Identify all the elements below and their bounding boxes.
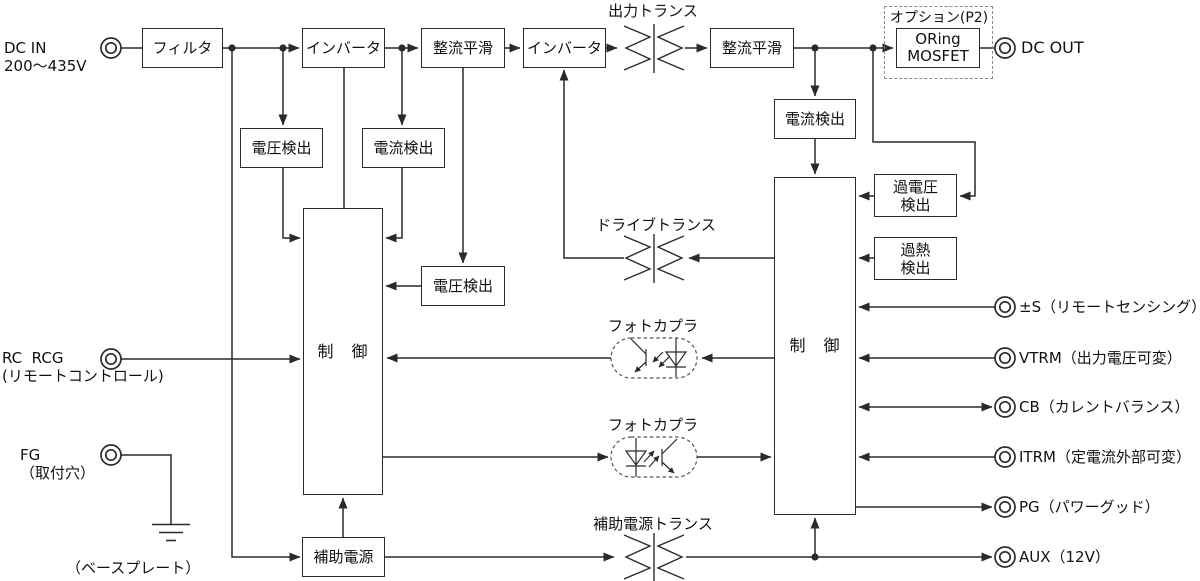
block-voltage-detect-input: 電圧検出 (240, 128, 323, 168)
block-rectifier-2: 整流平滑 (710, 28, 794, 68)
junction-dot (811, 553, 819, 561)
wire-cdetA-controlL (385, 168, 403, 243)
terminal-rc-icon (100, 348, 122, 370)
junction-dot (398, 44, 406, 52)
terminal-fg-icon (100, 444, 122, 466)
block-overvoltage-detect: 過電圧 検出 (874, 174, 957, 217)
wires (121, 43, 995, 562)
terminal-itrm-label: ITRM（定電流外部可変） (1019, 448, 1191, 466)
block-control-secondary: 制 御 (774, 177, 856, 515)
photocoupler-2-symbol (610, 436, 698, 478)
block-overheat-detect: 過熱 検出 (874, 237, 957, 280)
photocoupler-1-label: フォトカプラ (607, 317, 699, 335)
terminal-cb-icon (994, 396, 1016, 418)
terminal-dc-out-icon (994, 37, 1016, 59)
junction-dots (228, 44, 877, 561)
block-rectifier-1: 整流平滑 (421, 28, 505, 68)
aux-transformer-symbol (623, 533, 685, 581)
block-inverter-1: インバータ (302, 28, 385, 68)
fg-label: FG （取付穴） (20, 446, 96, 482)
block-current-detect-output: 電流検出 (774, 99, 856, 139)
block-current-detect-input: 電流検出 (362, 128, 445, 168)
photocoupler-2-label: フォトカプラ (607, 416, 699, 434)
terminal-dc-in-icon (100, 37, 122, 59)
terminal-sense-icon (994, 296, 1016, 318)
wire-fg-ground (121, 454, 172, 524)
terminal-aux-label: AUX（12V） (1019, 548, 1110, 566)
block-voltage-detect-mid: 電圧検出 (421, 266, 505, 306)
terminal-vtrm-label: VTRM（出力電圧可変） (1019, 349, 1182, 367)
dc-in-label: DC IN 200〜435V (4, 39, 87, 75)
rc-label: RC RCG (リモートコントロール) (2, 349, 164, 385)
terminal-itrm-icon (994, 446, 1016, 468)
junction-dot (811, 44, 819, 52)
drive-transformer-symbol (623, 234, 685, 283)
output-transformer-symbol (623, 24, 685, 73)
terminal-pg-icon (994, 496, 1016, 518)
block-filter: フィルタ (142, 28, 223, 68)
terminal-vtrm-icon (994, 347, 1016, 369)
block-inverter-2: インバータ (523, 28, 606, 68)
block-oring-mosfet: ORing MOSFET (896, 28, 980, 68)
junction-dot (869, 44, 877, 52)
block-aux-supply: 補助電源 (302, 537, 385, 577)
wire-vdetA-controlL (282, 168, 301, 243)
wire-drivetrans-inverter2 (559, 69, 624, 259)
junction-dot (228, 44, 236, 52)
terminal-aux-icon (994, 546, 1016, 568)
terminal-dc-out-label: DC OUT (1021, 38, 1084, 57)
wire-to-ovp (872, 48, 976, 201)
option-dashed-box (884, 6, 993, 79)
block-control-primary: 制 御 (303, 208, 383, 495)
output-transformer-label: 出力トランス (608, 2, 698, 20)
option-label: オプション(P2) (889, 10, 989, 26)
terminal-sense-label: ±S（リモートセンシング） (1019, 298, 1200, 316)
ground-symbol (152, 523, 190, 542)
photocoupler-1-symbol (610, 337, 698, 379)
terminals (100, 37, 1016, 568)
baseplate-label: （ベースプレート） (66, 559, 201, 577)
junction-dot (279, 44, 287, 52)
wire-bus-to-auxsupply (231, 48, 301, 562)
drive-transformer-label: ドライブトランス (596, 216, 716, 234)
terminal-pg-label: PG（パワーグッド） (1019, 498, 1160, 516)
aux-transformer-label: 補助電源トランス (593, 515, 713, 533)
terminal-cb-label: CB（カレントバランス） (1019, 398, 1190, 416)
